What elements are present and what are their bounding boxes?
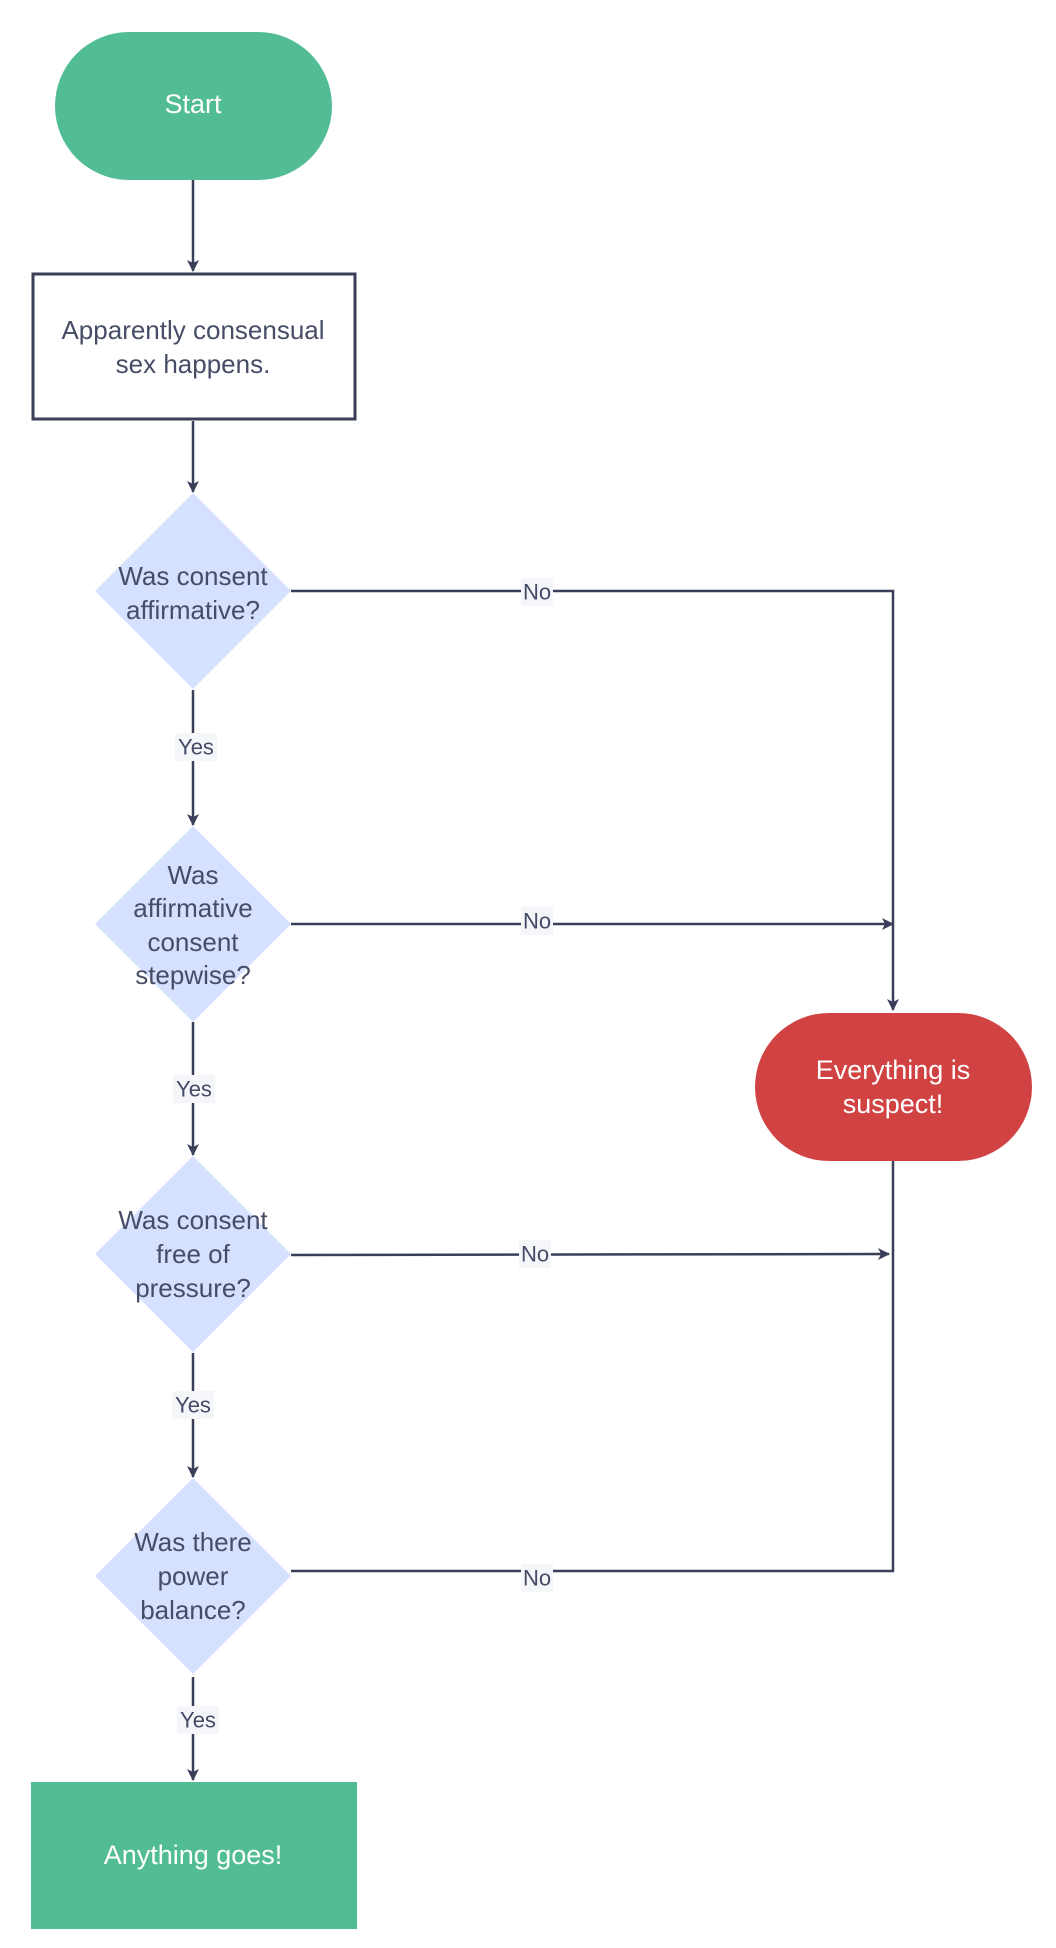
process-node: Apparently consensual sex happens. [31,272,357,421]
decision3-line-1: Was consent [118,1205,268,1235]
end-label: Anything goes! [104,1840,283,1870]
decision1-line-2: affirmative? [126,595,260,625]
edge-label-no-2: No [523,909,551,934]
decision-node-2: Was affirmative consent stepwise? [95,826,291,1022]
decision-node-4: Was there power balance? [95,1478,291,1674]
edge-decision4-no [291,1161,895,1573]
edge-label-no-1: No [523,580,551,605]
decision1-line-1: Was consent [118,561,268,591]
suspect-line-2: suspect! [843,1089,944,1119]
decision4-line-1: Was there [134,1527,252,1557]
process-line-1: Apparently consensual [61,315,324,345]
edge-decision3-no [290,1248,890,1261]
edge-label-yes-1: Yes [178,735,214,760]
edge-label-no-4: No [523,1566,551,1591]
decision2-line-3: consent [147,927,239,957]
start-node: Start [55,32,332,180]
edge-label-yes-4: Yes [180,1708,216,1733]
edge-label-no-3: No [521,1242,549,1267]
edge-label-yes-2: Yes [176,1077,212,1102]
decision2-line-4: stepwise? [135,960,251,990]
process-line-2: sex happens. [116,349,271,379]
decision2-line-2: affirmative [133,893,252,923]
decision3-line-2: free of [156,1239,230,1269]
decision4-line-2: power [158,1561,229,1591]
decision-node-3: Was consent free of pressure? [95,1156,291,1352]
edge-decision1-no [291,589,899,1011]
suspect-line-1: Everything is [816,1055,971,1085]
decision2-line-1: Was [167,860,218,890]
decision3-line-3: pressure? [135,1273,251,1303]
decision-node-1: Was consent affirmative? [95,493,291,689]
edge-label-yes-3: Yes [175,1393,211,1418]
suspect-node: Everything is suspect! [755,1013,1032,1161]
end-node: Anything goes! [31,1782,357,1929]
decision4-line-3: balance? [140,1595,246,1625]
edge-labels: Yes Yes Yes Yes No No No No [172,578,553,1734]
start-label: Start [164,89,222,119]
